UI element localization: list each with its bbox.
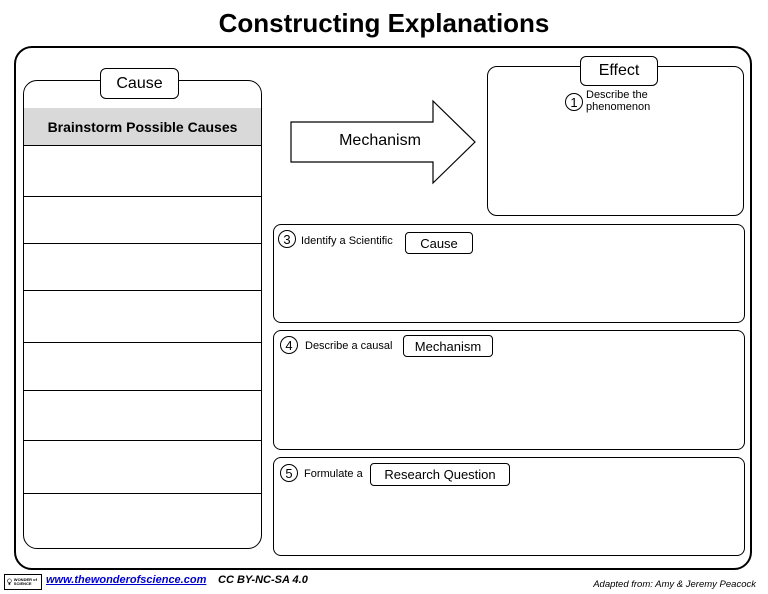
worksheet-frame bbox=[14, 46, 752, 570]
license-text: CC BY-NC-SA 4.0 bbox=[218, 574, 308, 586]
brainstorm-row[interactable] bbox=[24, 243, 261, 244]
logo-text: WONDER of SCIENCE bbox=[13, 577, 37, 586]
brainstorm-row[interactable] bbox=[24, 196, 261, 197]
brainstorm-row[interactable] bbox=[24, 290, 261, 291]
step-number-1: 1 bbox=[565, 93, 583, 111]
step-3-text: Identify a Scientific bbox=[301, 235, 393, 247]
brainstorm-row[interactable] bbox=[24, 493, 261, 494]
describe-mechanism-panel[interactable] bbox=[273, 330, 745, 450]
brainstorm-row[interactable] bbox=[24, 145, 261, 146]
page-title: Constructing Explanations bbox=[218, 8, 550, 38]
identify-cause-panel[interactable] bbox=[273, 224, 745, 323]
step-5-tag: Research Question bbox=[370, 463, 510, 486]
effect-step-text: Describe the phenomenon bbox=[586, 89, 651, 113]
wonder-of-science-logo: WONDER of SCIENCE bbox=[4, 574, 42, 590]
website-link[interactable]: www.thewonderofscience.com bbox=[46, 574, 207, 586]
mechanism-arrow-icon bbox=[290, 99, 476, 185]
brainstorm-row[interactable] bbox=[24, 440, 261, 441]
brainstorm-row[interactable] bbox=[24, 390, 261, 391]
step-number-5: 5 bbox=[280, 464, 298, 482]
effect-panel[interactable] bbox=[487, 66, 744, 216]
step-4-tag: Mechanism bbox=[403, 335, 493, 357]
step-5-text: Formulate a bbox=[304, 468, 363, 480]
brainstorm-row[interactable] bbox=[24, 342, 261, 343]
step-number-4: 4 bbox=[280, 336, 298, 354]
cause-column: Brainstorm Possible Causes bbox=[23, 80, 262, 549]
cause-tab: Cause bbox=[100, 68, 179, 99]
credit-text: Adapted from: Amy & Jeremy Peacock bbox=[593, 579, 756, 590]
step-4-text: Describe a causal bbox=[305, 340, 393, 352]
step-number-3: 3 bbox=[278, 230, 296, 248]
lightbulb-icon bbox=[7, 578, 12, 585]
step-3-tag: Cause bbox=[405, 232, 473, 254]
mechanism-arrow-label: Mechanism bbox=[339, 132, 421, 149]
effect-tab: Effect bbox=[580, 56, 658, 86]
brainstorm-header: Brainstorm Possible Causes bbox=[24, 108, 261, 145]
